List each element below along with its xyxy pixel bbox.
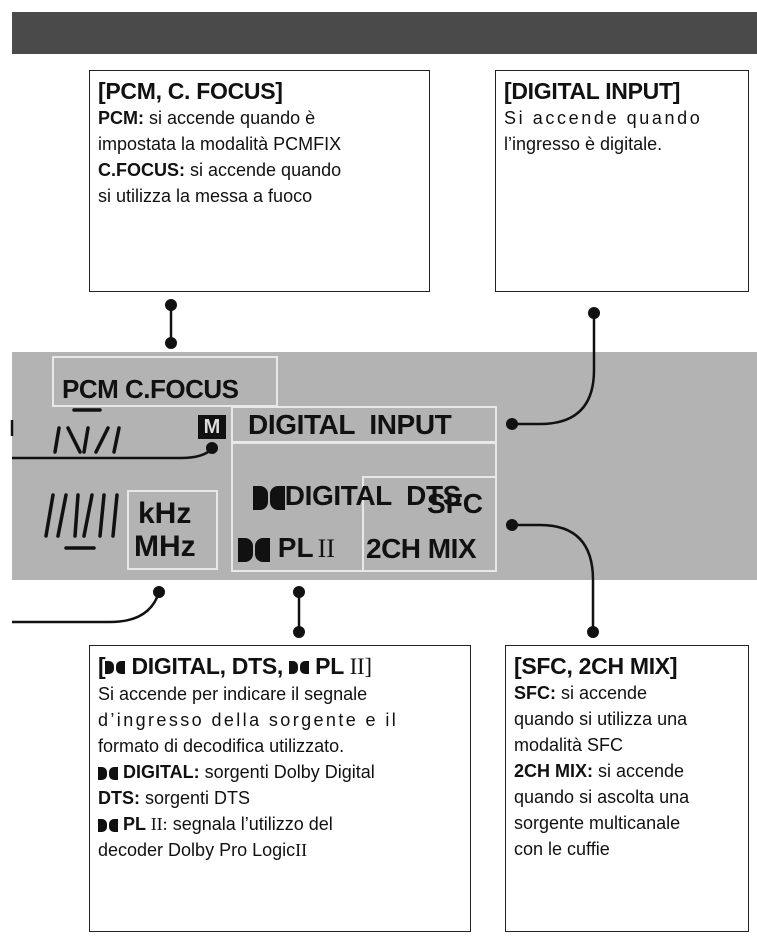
m-badge: M [198, 415, 226, 439]
term: SFC: [514, 683, 556, 703]
dolby-double-d-icon [238, 537, 270, 562]
dolby-double-d-icon [105, 661, 126, 675]
mhz-indicator: MHz [134, 530, 196, 563]
text: formato di decodifica utilizzato. [98, 736, 345, 756]
dolby-double-d-icon [98, 818, 118, 832]
receiver-display-panel [12, 352, 757, 580]
header-bar [12, 12, 757, 54]
text: si accende [556, 683, 648, 703]
2ch-mix-indicator: 2CH MIX [366, 533, 477, 564]
roman-two: II [295, 840, 308, 860]
callout-pcm-cfocus: [PCM, C. FOCUS] PCM: si accende quando è… [89, 70, 430, 292]
frame-sfc [362, 476, 497, 572]
pl-roman-two: II [317, 534, 335, 563]
callout-sfc-2ch-mix: [SFC, 2CH MIX] SFC: si accende quando si… [505, 645, 749, 932]
segment-digit-glyph [44, 408, 121, 550]
connector-digital-input [512, 313, 596, 426]
text: impostata la modalità PCMFIX [98, 134, 342, 154]
text: sorgenti Dolby Digital [199, 762, 375, 782]
digital-dts-label: DIGITAL DTS [284, 480, 462, 511]
pcm-cfocus-indicator: PCM C.FOCUS [62, 374, 239, 404]
connector-khz [12, 591, 161, 624]
text: quando si ascolta una [514, 787, 690, 807]
connector-sfc [512, 523, 595, 632]
khz-indicator: kHz [138, 497, 192, 530]
term-roman: II: [150, 814, 168, 834]
text: PL [309, 653, 350, 679]
text: sorgente multicanale [514, 813, 681, 833]
frame-khz [127, 490, 218, 570]
term: DTS: [98, 788, 140, 808]
text: quando si utilizza una [514, 709, 688, 729]
text: Si accende quando [504, 108, 703, 128]
text: si accende [593, 761, 685, 781]
pl-label: PL [277, 532, 314, 563]
bracket: [ [98, 653, 106, 679]
term: PCM: [98, 108, 144, 128]
term: C.FOCUS: [98, 160, 185, 180]
text: segnala l’utilizzo del [167, 814, 333, 834]
dolby-double-d-icon [252, 485, 285, 510]
text: sorgenti DTS [140, 788, 251, 808]
text: Si accende per indicare il segnale [98, 684, 368, 704]
callout-body: PCM: si accende quando è impostata la mo… [98, 105, 421, 209]
dolby-digital-dts-indicator: DIGITAL DTS [238, 448, 461, 512]
callout-body: Si accende per indicare il segnale d’ing… [98, 681, 462, 863]
term: 2CH MIX: [514, 761, 594, 781]
text: d’ingresso della sorgente e il [98, 710, 399, 730]
term: DIGITAL: [118, 762, 200, 782]
dolby-double-d-icon [98, 766, 118, 780]
text: si accende quando è [144, 108, 316, 128]
roman-two: II] [349, 654, 372, 679]
callout-title: [PCM, C. FOCUS] [98, 78, 283, 104]
text: si utilizza la messa a fuoco [98, 186, 313, 206]
dolby-double-d-icon [289, 661, 310, 675]
sfc-indicator: SFC [427, 488, 483, 519]
text: modalità SFC [514, 735, 624, 755]
callout-title: [SFC, 2CH MIX] [514, 653, 678, 679]
callout-body: SFC: si accende quando si utilizza una m… [514, 680, 740, 862]
text: si accende quando [185, 160, 342, 180]
connector-dots [153, 299, 600, 638]
text: decoder Dolby Pro Logic [98, 840, 296, 860]
frame-pcm [52, 356, 278, 407]
connector-m-badge [12, 447, 214, 460]
callout-digital-input: [DIGITAL INPUT] Si accende quando l’ingr… [495, 70, 749, 292]
callout-dolby-dts: [ DIGITAL, DTS, PL II] Si accende per in… [89, 645, 471, 932]
callout-title: [DIGITAL INPUT] [504, 78, 681, 104]
text: con le cuffie [514, 839, 610, 859]
callout-title: [ DIGITAL, DTS, PL II] [98, 652, 462, 681]
text: DIGITAL, DTS, [125, 653, 290, 679]
text: l’ingresso è digitale. [504, 134, 663, 154]
digital-input-indicator: DIGITAL INPUT [248, 409, 452, 440]
callout-body: Si accende quando l’ingresso è digitale. [504, 105, 740, 157]
term: PL [118, 814, 151, 834]
